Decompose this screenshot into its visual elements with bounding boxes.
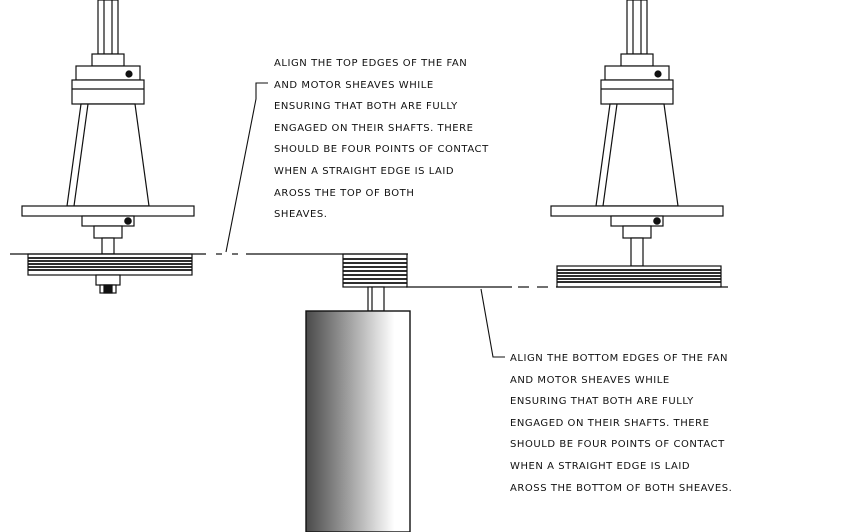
top-note-line: AROSS THE TOP OF BOTH <box>274 183 415 200</box>
top-alignment-note: ALIGN THE TOP EDGES OF THE FAN AND MOTOR… <box>274 52 489 225</box>
bottom-alignment-note: ALIGN THE BOTTOM EDGES OF THE FAN AND MO… <box>510 347 732 498</box>
right-fan-sheave <box>556 265 722 288</box>
right-fan-shaft-assembly <box>550 0 724 267</box>
left-fan-shaft-assembly <box>21 0 195 255</box>
top-note-line: WHEN A STRAIGHT EDGE IS LAID <box>274 161 455 178</box>
bottom-note-line: ENSURING THAT BOTH ARE FULLY <box>510 392 694 409</box>
bottom-note-line: AROSS THE BOTTOM OF BOTH SHEAVES. <box>510 478 733 495</box>
top-note-leader <box>225 82 268 253</box>
bottom-note-line: ENGAGED ON THEIR SHAFTS. THERE <box>510 413 710 430</box>
bottom-note-leader <box>480 288 505 358</box>
bottom-note-line: WHEN A STRAIGHT EDGE IS LAID <box>510 456 691 473</box>
top-note-line: SHEAVES. <box>274 205 328 222</box>
top-note-line: ENGAGED ON THEIR SHAFTS. THERE <box>274 118 474 135</box>
motor-sheave <box>342 253 408 312</box>
top-note-line: AND MOTOR SHEAVES WHILE <box>274 75 434 92</box>
bottom-note-line: SHOULD BE FOUR POINTS OF CONTACT <box>510 435 725 452</box>
top-note-line: ALIGN THE TOP EDGES OF THE FAN <box>274 54 468 70</box>
left-fan-sheave <box>27 253 193 294</box>
top-note-line: ENSURING THAT BOTH ARE FULLY <box>274 97 458 114</box>
motor <box>305 310 411 532</box>
top-note-line: SHOULD BE FOUR POINTS OF CONTACT <box>274 140 489 157</box>
bottom-note-line: ALIGN THE BOTTOM EDGES OF THE FAN <box>510 349 729 365</box>
bottom-note-line: AND MOTOR SHEAVES WHILE <box>510 370 670 387</box>
